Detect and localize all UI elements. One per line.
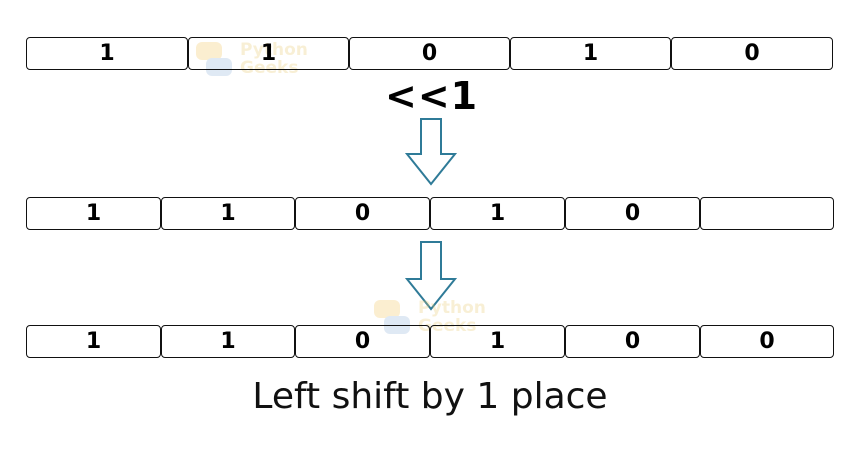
bit-cell: 0 xyxy=(295,325,430,358)
python-logo-icon xyxy=(196,42,232,76)
diagram-caption: Left shift by 1 place xyxy=(252,376,608,417)
shift-operator-label: <<1 xyxy=(385,74,479,118)
watermark-line2: Geeks xyxy=(240,58,299,78)
bit-cell: 1 xyxy=(161,197,295,230)
watermark-line1: Python xyxy=(240,40,308,60)
bit-cell: 1 xyxy=(188,37,349,70)
down-arrow-icon xyxy=(404,241,458,311)
watermark-line2: Geeks xyxy=(418,316,477,336)
bit-cell: 1 xyxy=(510,37,671,70)
bit-cell: 1 xyxy=(430,325,565,358)
down-arrow-icon xyxy=(404,118,458,186)
bit-cell-empty xyxy=(700,197,834,230)
bit-cell: 0 xyxy=(700,325,834,358)
bit-cell: 0 xyxy=(349,37,510,70)
watermark-line1: Python xyxy=(418,298,486,318)
bit-cell: 1 xyxy=(161,325,295,358)
bit-cell: 0 xyxy=(565,197,700,230)
bit-cell: 1 xyxy=(26,37,188,70)
bit-cell: 1 xyxy=(26,197,161,230)
bit-cell: 0 xyxy=(295,197,430,230)
bit-cell: 1 xyxy=(26,325,161,358)
bit-cell: 0 xyxy=(565,325,700,358)
watermark-logo-top: Python Geeks xyxy=(192,40,332,80)
bit-cell: 0 xyxy=(671,37,833,70)
bit-cell: 1 xyxy=(430,197,565,230)
